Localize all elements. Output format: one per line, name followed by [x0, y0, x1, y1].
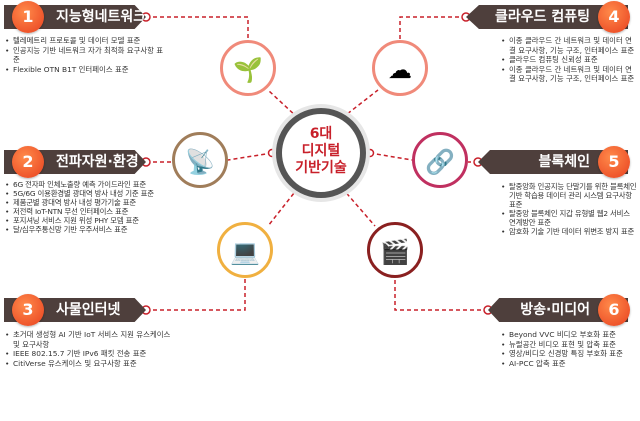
section-5-title: 블록체인 [538, 154, 590, 170]
section-3-list: 초거대 생성형 AI 기반 IoT 서비스 지원 유스케이스 및 요구사항 IE… [4, 330, 174, 368]
list-item: 제품군별 광대역 방사 내성 평가기술 표준 [4, 198, 172, 207]
satellite-dish-icon: 📡 [172, 132, 228, 188]
list-item: 탈중앙화 인공지능 단말기를 위한 블록체인 기반 학습용 데이터 관리 시스템… [500, 182, 638, 209]
section-6-list: Beyond VVC 비디오 부호화 표준 뉴럴공간 비디오 표현 및 압축 표… [500, 330, 638, 368]
section-5-number: 5 [598, 146, 630, 178]
ai-chip-icon: 💻 [217, 222, 273, 278]
section-4-list: 이종 클라우드 간 네트워크 및 데이터 연결 요구사항, 기능 구조, 인터페… [500, 36, 636, 84]
center-line-2: 디지털 [301, 143, 341, 159]
section-4-title: 클라우드 컴퓨팅 [494, 9, 590, 25]
list-item: 영상/비디오 신경망 특징 부호화 표준 [500, 349, 638, 359]
list-item: 달/심우주통신망 기반 우주서비스 표준 [4, 225, 172, 234]
media-broadcast-icon: 🎬 [367, 222, 423, 278]
center-title: 6대 디지털 기반기술 [276, 108, 366, 198]
cloud-computing-icon: ☁ [372, 40, 428, 96]
spoke-4 [341, 89, 379, 119]
connector-4 [399, 16, 466, 40]
network-plant-icon: 🌱 [220, 40, 276, 96]
spoke-2 [227, 152, 273, 161]
list-item: 탈중앙 블록체인 지갑 유형별 웹2 서비스 연계방안 표준 [500, 209, 638, 227]
list-item: CitiVerse 유스케이스 및 요구사항 표준 [4, 359, 174, 369]
blockchain-user-icon: 🔗 [412, 132, 468, 188]
section-6-title: 방송·미디어 [520, 302, 590, 318]
center-line-1: 6대 [309, 126, 333, 142]
list-item: 5G/6G 이용환경별 광대역 방사 내성 기준 표준 [4, 189, 172, 198]
list-item: Flexible OTN B1T 인터페이스 표준 [4, 65, 164, 75]
connector-1 [146, 16, 249, 40]
spoke-6 [341, 187, 376, 227]
section-2-list: 6G 전자파 인체노출량 예측 가이드라인 표준 5G/6G 이용환경별 광대역… [4, 180, 172, 234]
section-1-title: 지능형네트워크 [56, 9, 147, 25]
connector-6 [394, 278, 488, 311]
spoke-5 [369, 152, 413, 161]
section-2-number: 2 [12, 146, 44, 178]
list-item: Beyond VVC 비디오 부호화 표준 [500, 330, 638, 340]
section-3-number: 3 [12, 294, 44, 326]
section-4-number: 4 [598, 1, 630, 33]
list-item: 인공지능 기반 네트워크 자가 최적화 요구사항 표준 [4, 46, 164, 65]
list-item: 암호화 기술 기반 데이터 위변조 방지 표준 [500, 227, 638, 236]
list-item: 6G 전자파 인체노출량 예측 가이드라인 표준 [4, 180, 172, 189]
spoke-3 [267, 187, 299, 227]
list-item: AI-PCC 압축 표준 [500, 359, 638, 369]
list-item: 초거대 생성형 AI 기반 IoT 서비스 지원 유스케이스 및 요구사항 [4, 330, 174, 349]
list-item: IEEE 802.15.7 기반 IPv6 패킷 전송 표준 [4, 349, 174, 359]
connector-3 [146, 278, 246, 311]
section-2-title: 전파자원·환경 [56, 154, 139, 170]
center-line-3: 기반기술 [295, 160, 347, 176]
section-1-list: 텔레메트리 프로토콜 및 데이터 모델 표준 인공지능 기반 네트워크 자가 최… [4, 36, 164, 74]
section-6-number: 6 [598, 294, 630, 326]
section-3-title: 사물인터넷 [56, 302, 121, 318]
list-item: 이종 클라우드 간 네트워크 및 데이터 연결 요구사항, 기능 구조, 인터페… [500, 36, 636, 55]
list-item: 클라우드 컴퓨팅 신뢰성 표준 [500, 55, 636, 65]
list-item: 이종 클라우드 간 네트워크 및 데이터 연결 요구사항, 기능 구조, 인터페… [500, 65, 636, 84]
section-5-list: 탈중앙화 인공지능 단말기를 위한 블록체인 기반 학습용 데이터 관리 시스템… [500, 182, 638, 236]
spoke-1 [267, 89, 299, 119]
list-item: 포지셔닝 서비스 지원 위성 PHY 모뎀 표준 [4, 216, 172, 225]
list-item: 뉴럴공간 비디오 표현 및 압축 표준 [500, 340, 638, 350]
section-1-number: 1 [12, 1, 44, 33]
list-item: 텔레메트리 프로토콜 및 데이터 모델 표준 [4, 36, 164, 46]
list-item: 저전력 IoT-NTN 무선 인터페이스 표준 [4, 207, 172, 216]
